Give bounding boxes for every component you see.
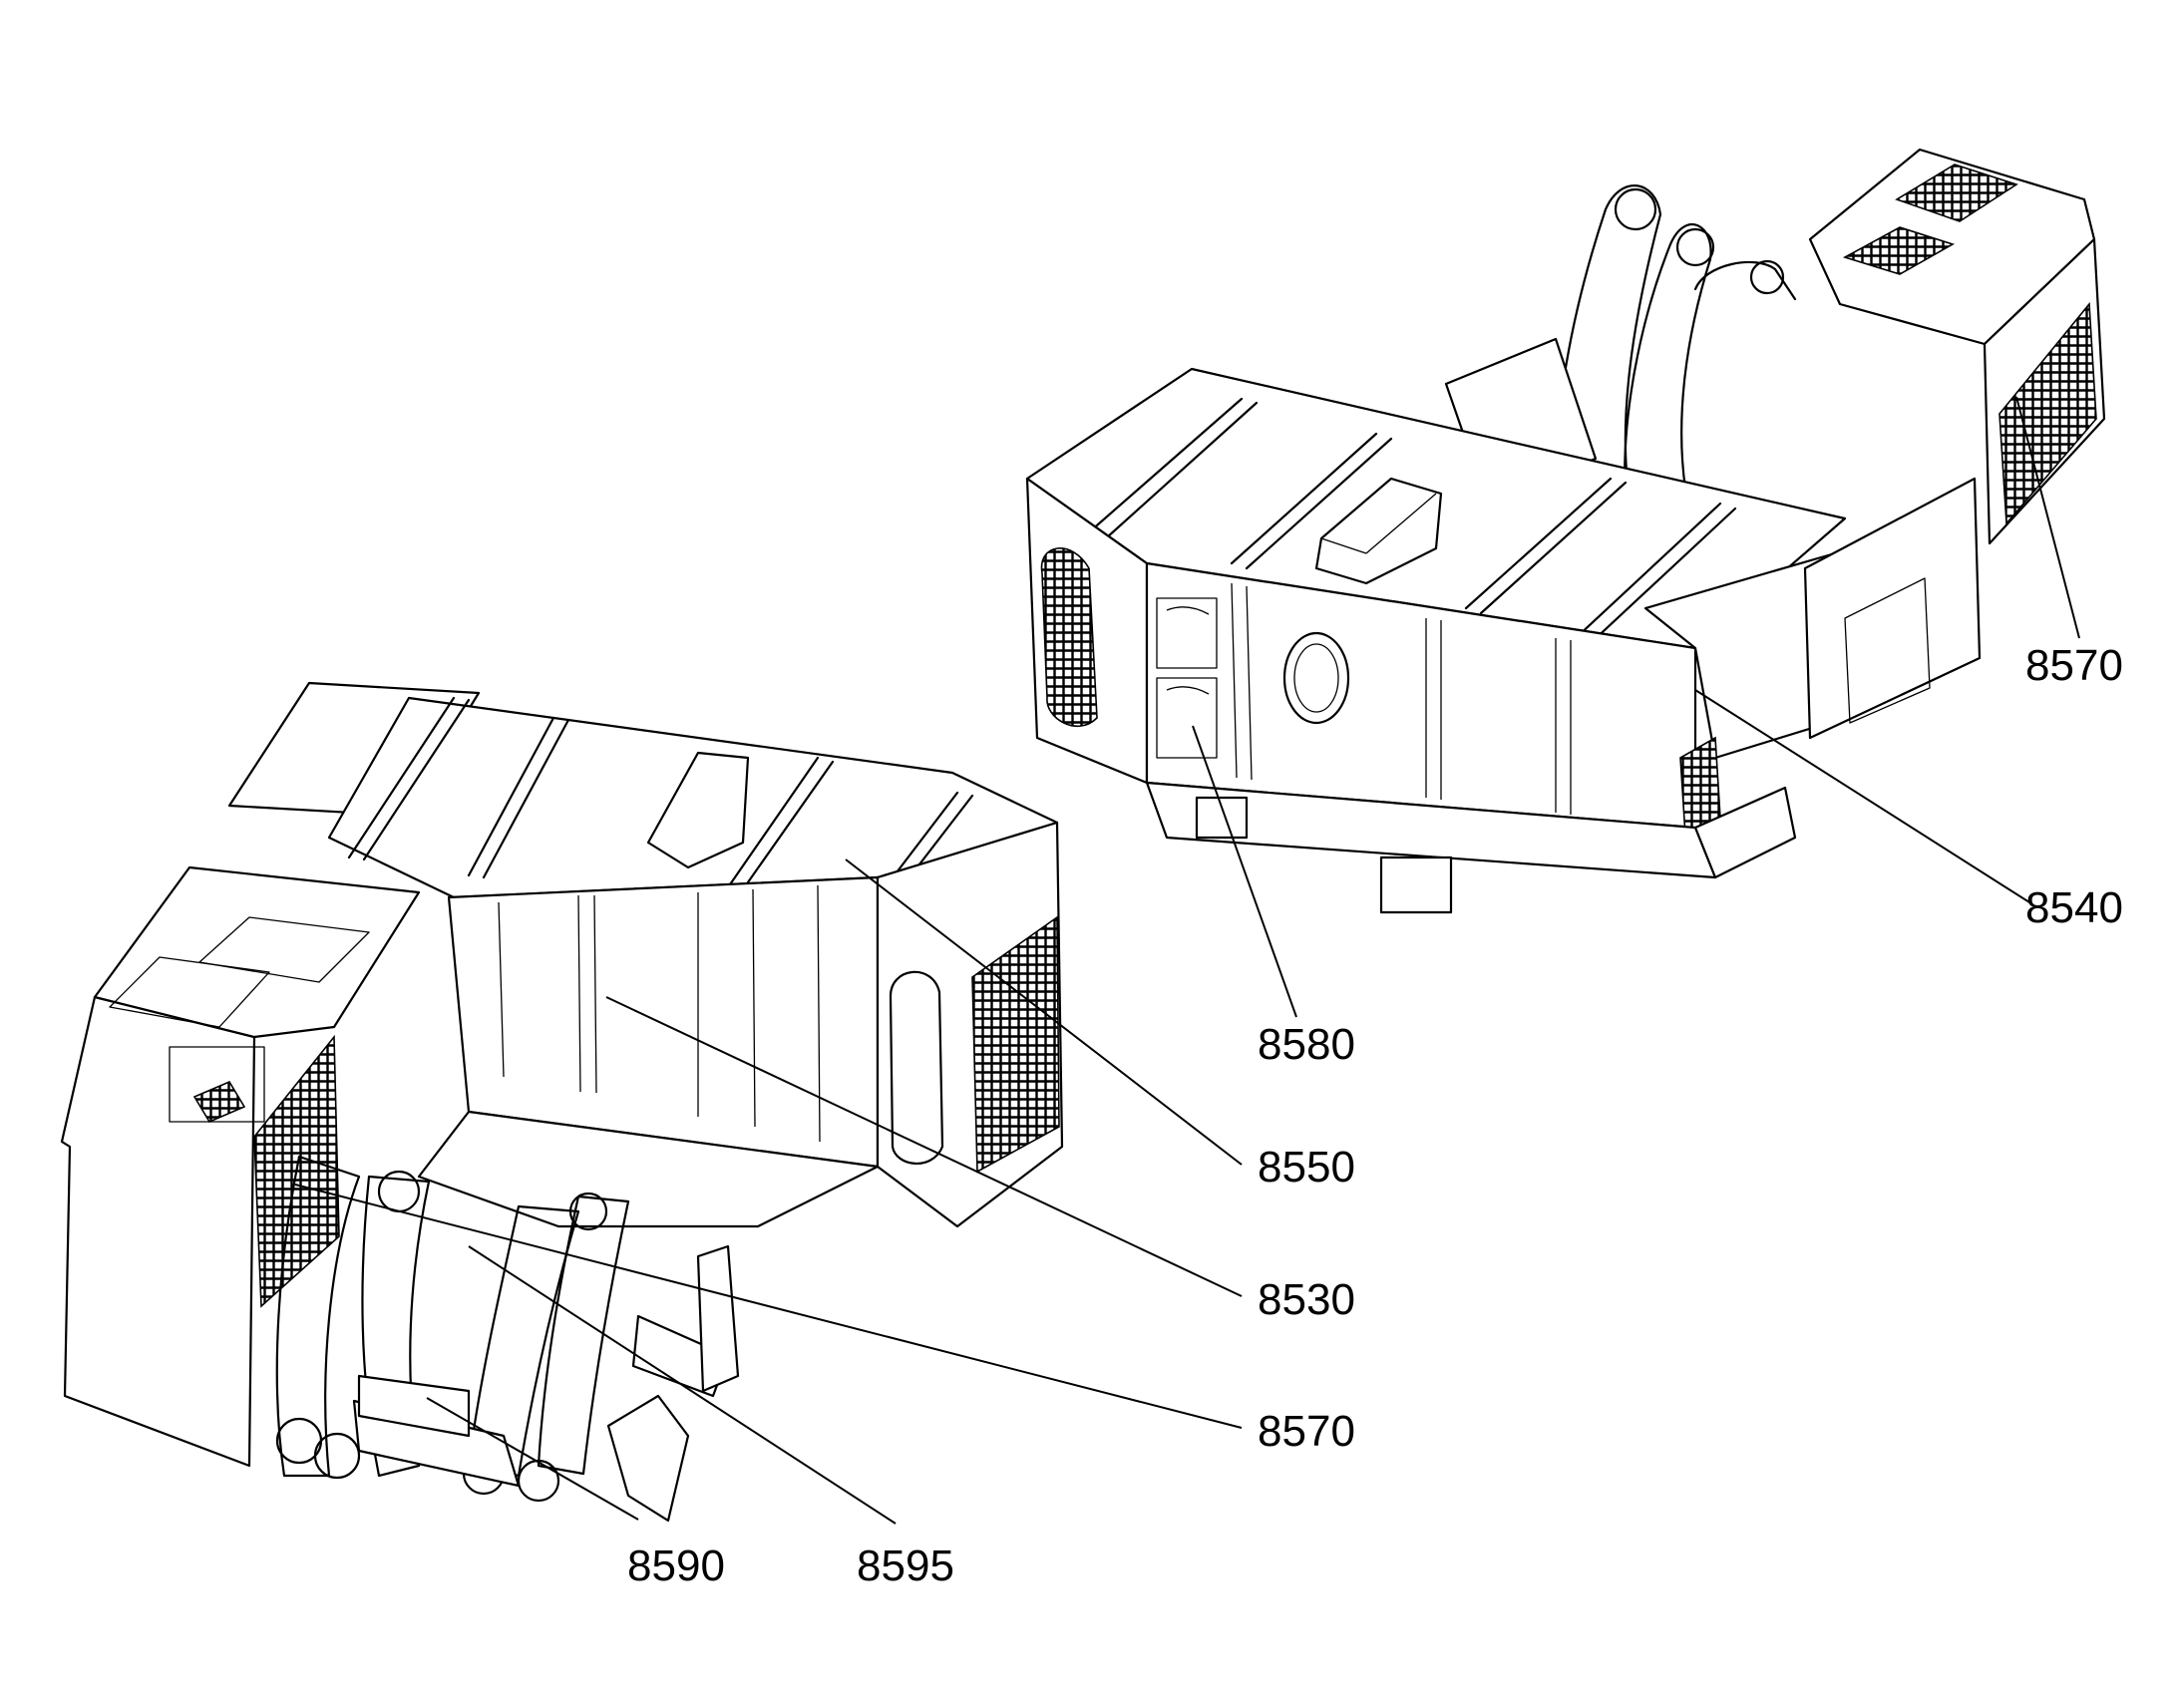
callout-label-8530: 8530 xyxy=(1258,1275,1355,1324)
leader-line-8570-top xyxy=(2015,396,2080,639)
leader-line-8570-bottom xyxy=(294,1184,1243,1429)
leader-line-8580 xyxy=(1192,725,1297,1018)
leader-line-8590 xyxy=(426,1397,639,1521)
callout-layer: 8570 8540 8580 8550 8530 8570 8590 8595 xyxy=(294,396,2123,1590)
leader-line-8540 xyxy=(1694,689,2030,903)
callout-label-8590: 8590 xyxy=(627,1541,725,1590)
callout-label-8595: 8595 xyxy=(857,1541,954,1590)
lower-left-assembly xyxy=(60,681,1064,1523)
callout-label-8550: 8550 xyxy=(1258,1143,1355,1192)
callout-label-8580: 8580 xyxy=(1258,1020,1355,1069)
leader-line-8550 xyxy=(845,858,1243,1166)
callout-label-8570-bottom: 8570 xyxy=(1258,1407,1355,1456)
callout-label-8570-top: 8570 xyxy=(2025,641,2123,690)
leader-line-8595 xyxy=(468,1245,897,1525)
leader-line-8530 xyxy=(605,996,1243,1297)
callout-label-8540: 8540 xyxy=(2025,883,2123,932)
upper-right-assembly xyxy=(1025,148,2106,914)
